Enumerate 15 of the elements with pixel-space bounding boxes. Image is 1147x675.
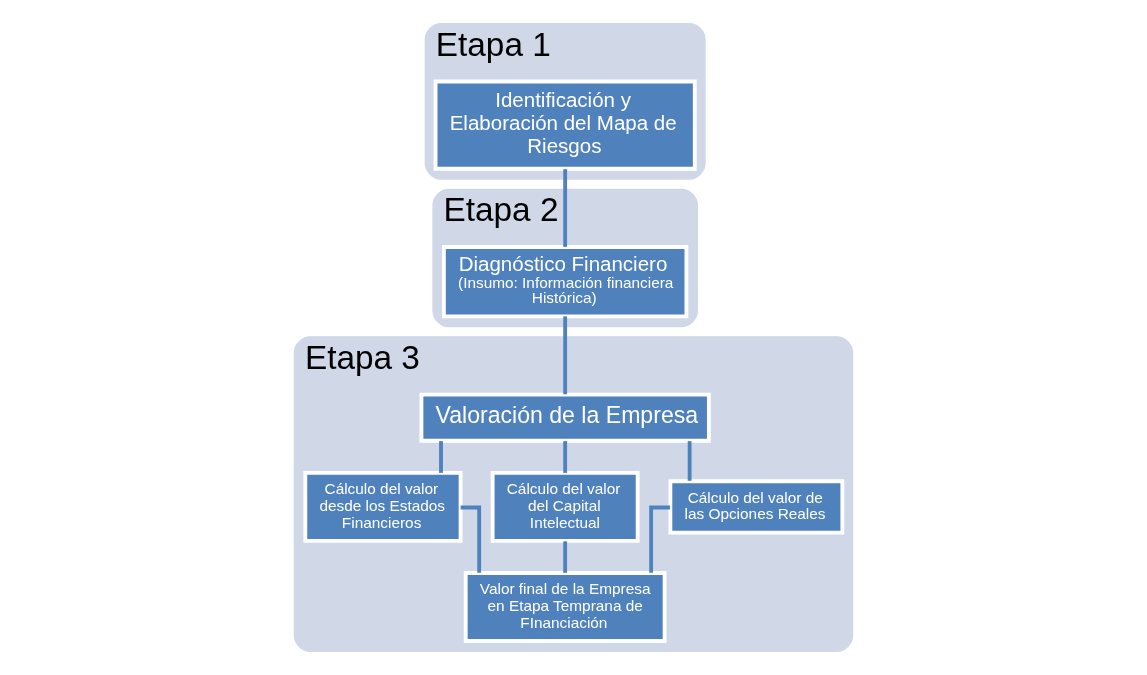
node-box: Cálculo del valor del Capital Intelectual [490, 470, 640, 543]
connector [460, 505, 482, 573]
connector [687, 441, 692, 481]
connector [563, 441, 568, 473]
connector [563, 316, 568, 395]
node-box: Diagnóstico Financiero (Insumo: Información financiera Histórica) [441, 245, 689, 319]
connector [563, 169, 568, 247]
connector [649, 505, 670, 573]
node-box: Identificación y Elaboración del Mapa de Riesgos [433, 79, 697, 171]
node-box: Cálculo del valor de las Opciones Reales [668, 479, 845, 535]
node-box: Cálculo del valor desde los Estados Financieros [303, 470, 463, 543]
connector [439, 441, 443, 473]
node-box: Valoración de la Empresa [419, 392, 711, 443]
node-box: Valor final de la Empresa en Etapa Temprana de FInanciación [463, 571, 667, 643]
connector [563, 541, 568, 573]
